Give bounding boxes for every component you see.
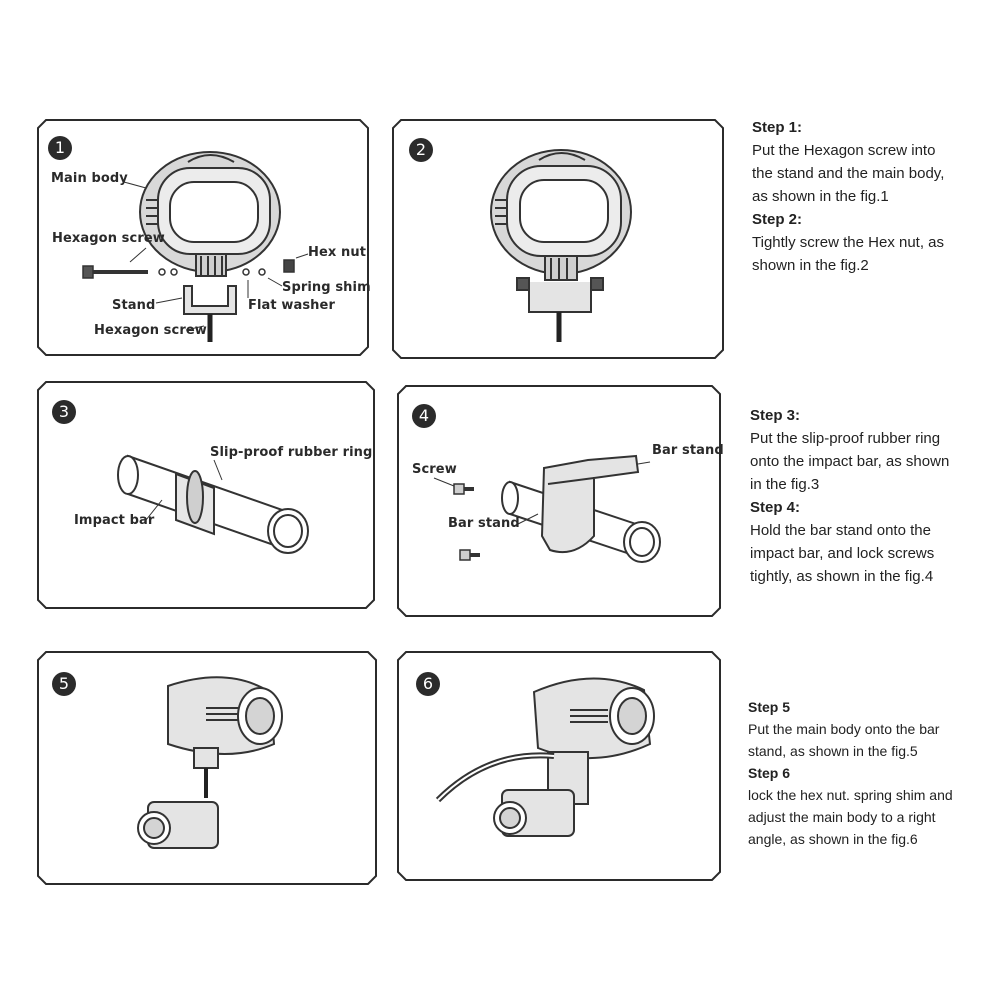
panel-4: 4 Screw Bar stand B (397, 385, 724, 617)
panel-3: 3 Slip-proof rubber ring Impact bar (37, 381, 375, 609)
label-hexagon-screw: Hexagon screw (52, 231, 165, 246)
panel-frame (37, 119, 369, 356)
step-1-title: Step 1: (752, 119, 803, 136)
step-6-body: lock the hex nut. spring shim and adjust… (748, 787, 953, 847)
label-impact-bar: Impact bar (74, 513, 155, 528)
step-number-badge: 2 (409, 138, 433, 162)
step-2-title: Step 2: (752, 211, 803, 228)
panel-frame (37, 381, 375, 609)
screw-drawings (453, 483, 480, 561)
label-hex-nut: Hex nut (308, 245, 367, 260)
step-number-badge: 1 (48, 136, 72, 160)
step-5-title: Step 5 (748, 699, 791, 715)
final-assembly-illustration (435, 677, 655, 837)
label-bar-stand: Bar stand (652, 443, 724, 458)
step-number-badge: 5 (52, 672, 76, 696)
step-number-badge: 6 (416, 672, 440, 696)
step-1-body: Put the Hexagon screw into the stand and… (752, 142, 945, 205)
step-number-badge: 4 (412, 404, 436, 428)
step-2-body: Tightly screw the Hex nut, as shown in t… (752, 234, 945, 274)
label-spring-shim: Spring shim (282, 280, 371, 295)
label-stand: Stand (112, 298, 156, 313)
step-number-badge: 3 (52, 400, 76, 424)
hexagon-screw-horizontal (82, 259, 295, 279)
panel-frame (397, 651, 721, 881)
panel-5: 5 (37, 651, 377, 885)
steps-5-6-text: Step 5 Put the main body onto the bar st… (748, 696, 994, 850)
label-main-body: Main body (51, 171, 128, 186)
lamp-assembled-illustration (490, 149, 632, 342)
label-hexagon-screw: Hexagon screw (94, 323, 207, 338)
label-slip-proof-rubber-ring: Slip-proof rubber ring (210, 445, 373, 460)
step-3-body: Put the slip-proof rubber ring onto the … (750, 430, 950, 493)
step-4-body: Hold the bar stand onto the impact bar, … (750, 522, 935, 585)
mount-main-body-illustration (137, 676, 283, 849)
label-screw: Screw (412, 462, 457, 477)
impact-bar-with-ring-illustration (117, 454, 309, 554)
steps-3-4-text: Step 3: Put the slip-proof rubber ring o… (750, 404, 992, 588)
lamp-exploded-illustration (82, 151, 309, 342)
panel-frame (37, 651, 377, 885)
steps-1-2-text: Step 1: Put the Hexagon screw into the s… (752, 116, 992, 277)
step-3-title: Step 3: (750, 407, 801, 424)
panel-frame (392, 119, 724, 359)
panel-2: 2 (392, 119, 724, 359)
bar-stand-on-impact-bar-illustration (433, 454, 661, 563)
panel-1: 1 (37, 119, 371, 356)
step-6-title: Step 6 (748, 765, 791, 781)
panel-frame (397, 385, 721, 617)
panel-6: 6 (397, 651, 721, 881)
step-4-title: Step 4: (750, 499, 801, 516)
label-bar-stand: Bar stand (448, 516, 520, 531)
stand-drawing (183, 285, 237, 315)
label-flat-washer: Flat washer (248, 298, 335, 313)
lamp-main-body-drawing (139, 151, 281, 277)
step-5-body: Put the main body onto the bar stand, as… (748, 721, 940, 759)
